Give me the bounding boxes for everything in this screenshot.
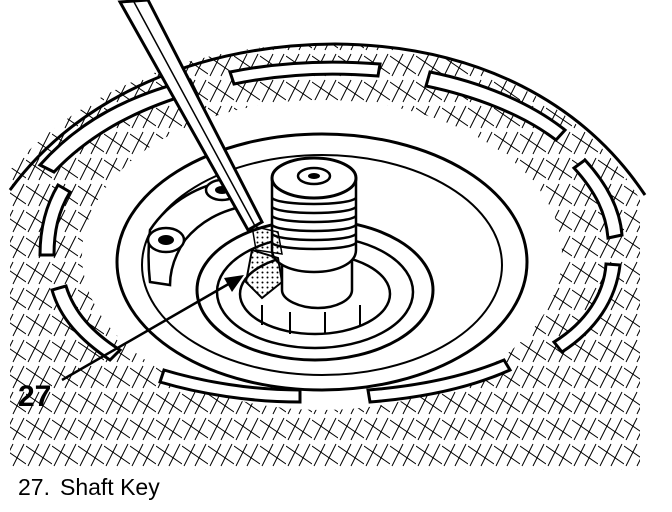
outer-housing-edge [8, 42, 647, 196]
figure-caption: 27. Shaft Key [18, 474, 160, 501]
clutch-ring-outer [115, 132, 529, 392]
caption-number: 27. [18, 474, 50, 500]
caption-text: Shaft Key [59, 474, 160, 500]
clutch-ring-mid [141, 154, 503, 376]
compressor-shaft [270, 156, 358, 310]
vent-slots [37, 60, 624, 404]
callout-number: 27 [18, 380, 52, 413]
screwdriver-tool [117, 0, 264, 233]
mounting-flange [147, 178, 253, 287]
shaft-key [244, 248, 284, 300]
callout-arrow [61, 275, 244, 382]
